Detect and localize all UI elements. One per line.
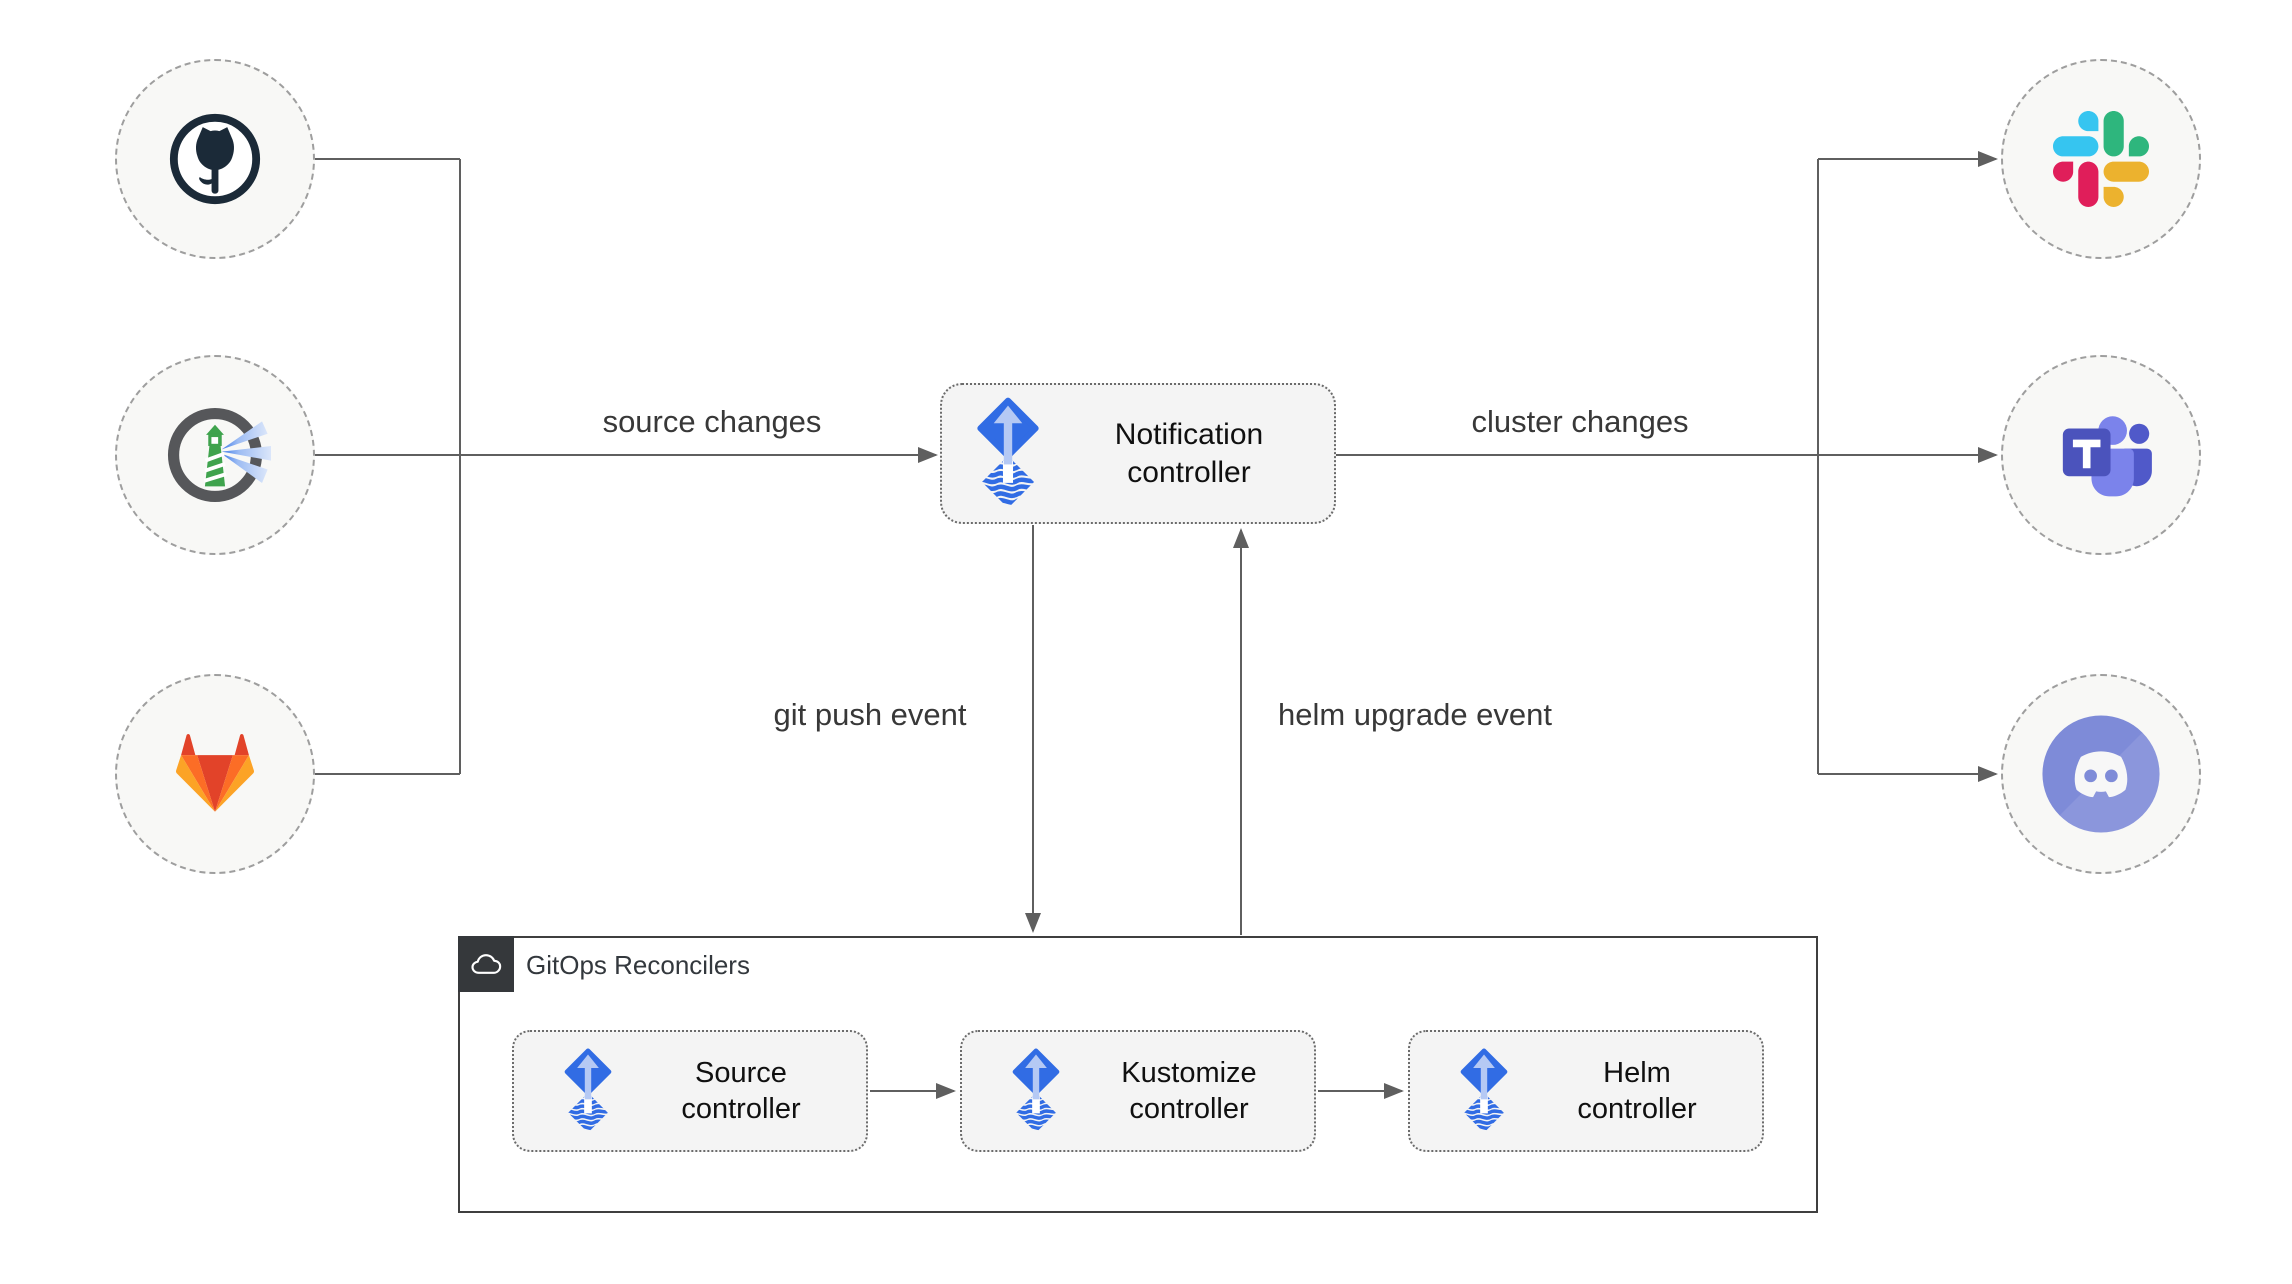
source-node-github: [115, 59, 315, 259]
github-icon: [166, 110, 264, 208]
helm-label-line1: Helm: [1603, 1057, 1671, 1089]
kustomize-label-line2: controller: [1129, 1093, 1249, 1125]
slack-icon: [2053, 111, 2149, 207]
kustomize-controller-label: Kustomize controller: [1068, 1055, 1314, 1127]
group-title: GitOps Reconcilers: [526, 950, 750, 980]
source-label-line1: Source: [695, 1057, 787, 1089]
flux-icon: [556, 1048, 620, 1134]
source-controller-box: Source controller: [512, 1030, 868, 1152]
flux-icon: [1004, 1048, 1068, 1134]
microsoft-teams-icon: [2062, 416, 2152, 497]
notification-label-line1: Notification: [1114, 417, 1264, 451]
flux-icon: [1452, 1048, 1516, 1134]
target-node-discord: [2001, 674, 2201, 874]
helm-controller-box: Helm controller: [1408, 1030, 1764, 1152]
flux-icon: [966, 397, 1050, 510]
harbor-icon: [159, 399, 271, 511]
cloud-icon: [471, 954, 502, 974]
source-label-line2: controller: [681, 1093, 801, 1125]
kustomize-label-line1: Kustomize: [1121, 1057, 1257, 1089]
edge-label-git-push-event: git push event: [773, 697, 967, 732]
notification-label-line2: controller: [1127, 455, 1251, 489]
edge-label-helm-upgrade-event: helm upgrade event: [1277, 697, 1553, 732]
group-badge: [458, 936, 514, 992]
edge-label-source-changes: source changes: [602, 404, 822, 439]
source-controller-label: Source controller: [620, 1055, 866, 1127]
gitlab-icon: [175, 733, 255, 812]
kustomize-controller-box: Kustomize controller: [960, 1030, 1316, 1152]
source-node-gitlab: [115, 674, 315, 874]
notification-controller-box: Notification controller: [940, 383, 1336, 524]
source-node-harbor: [115, 355, 315, 555]
notification-controller-label: Notification controller: [1050, 416, 1334, 492]
edge-label-cluster-changes: cluster changes: [1471, 404, 1689, 439]
target-node-slack: [2001, 59, 2201, 259]
helm-controller-label: Helm controller: [1516, 1055, 1762, 1127]
target-node-teams: [2001, 355, 2201, 555]
gitops-reconcilers-group: GitOps Reconcilers: [458, 936, 1818, 1213]
discord-icon: [2042, 715, 2160, 833]
helm-label-line2: controller: [1577, 1093, 1697, 1125]
